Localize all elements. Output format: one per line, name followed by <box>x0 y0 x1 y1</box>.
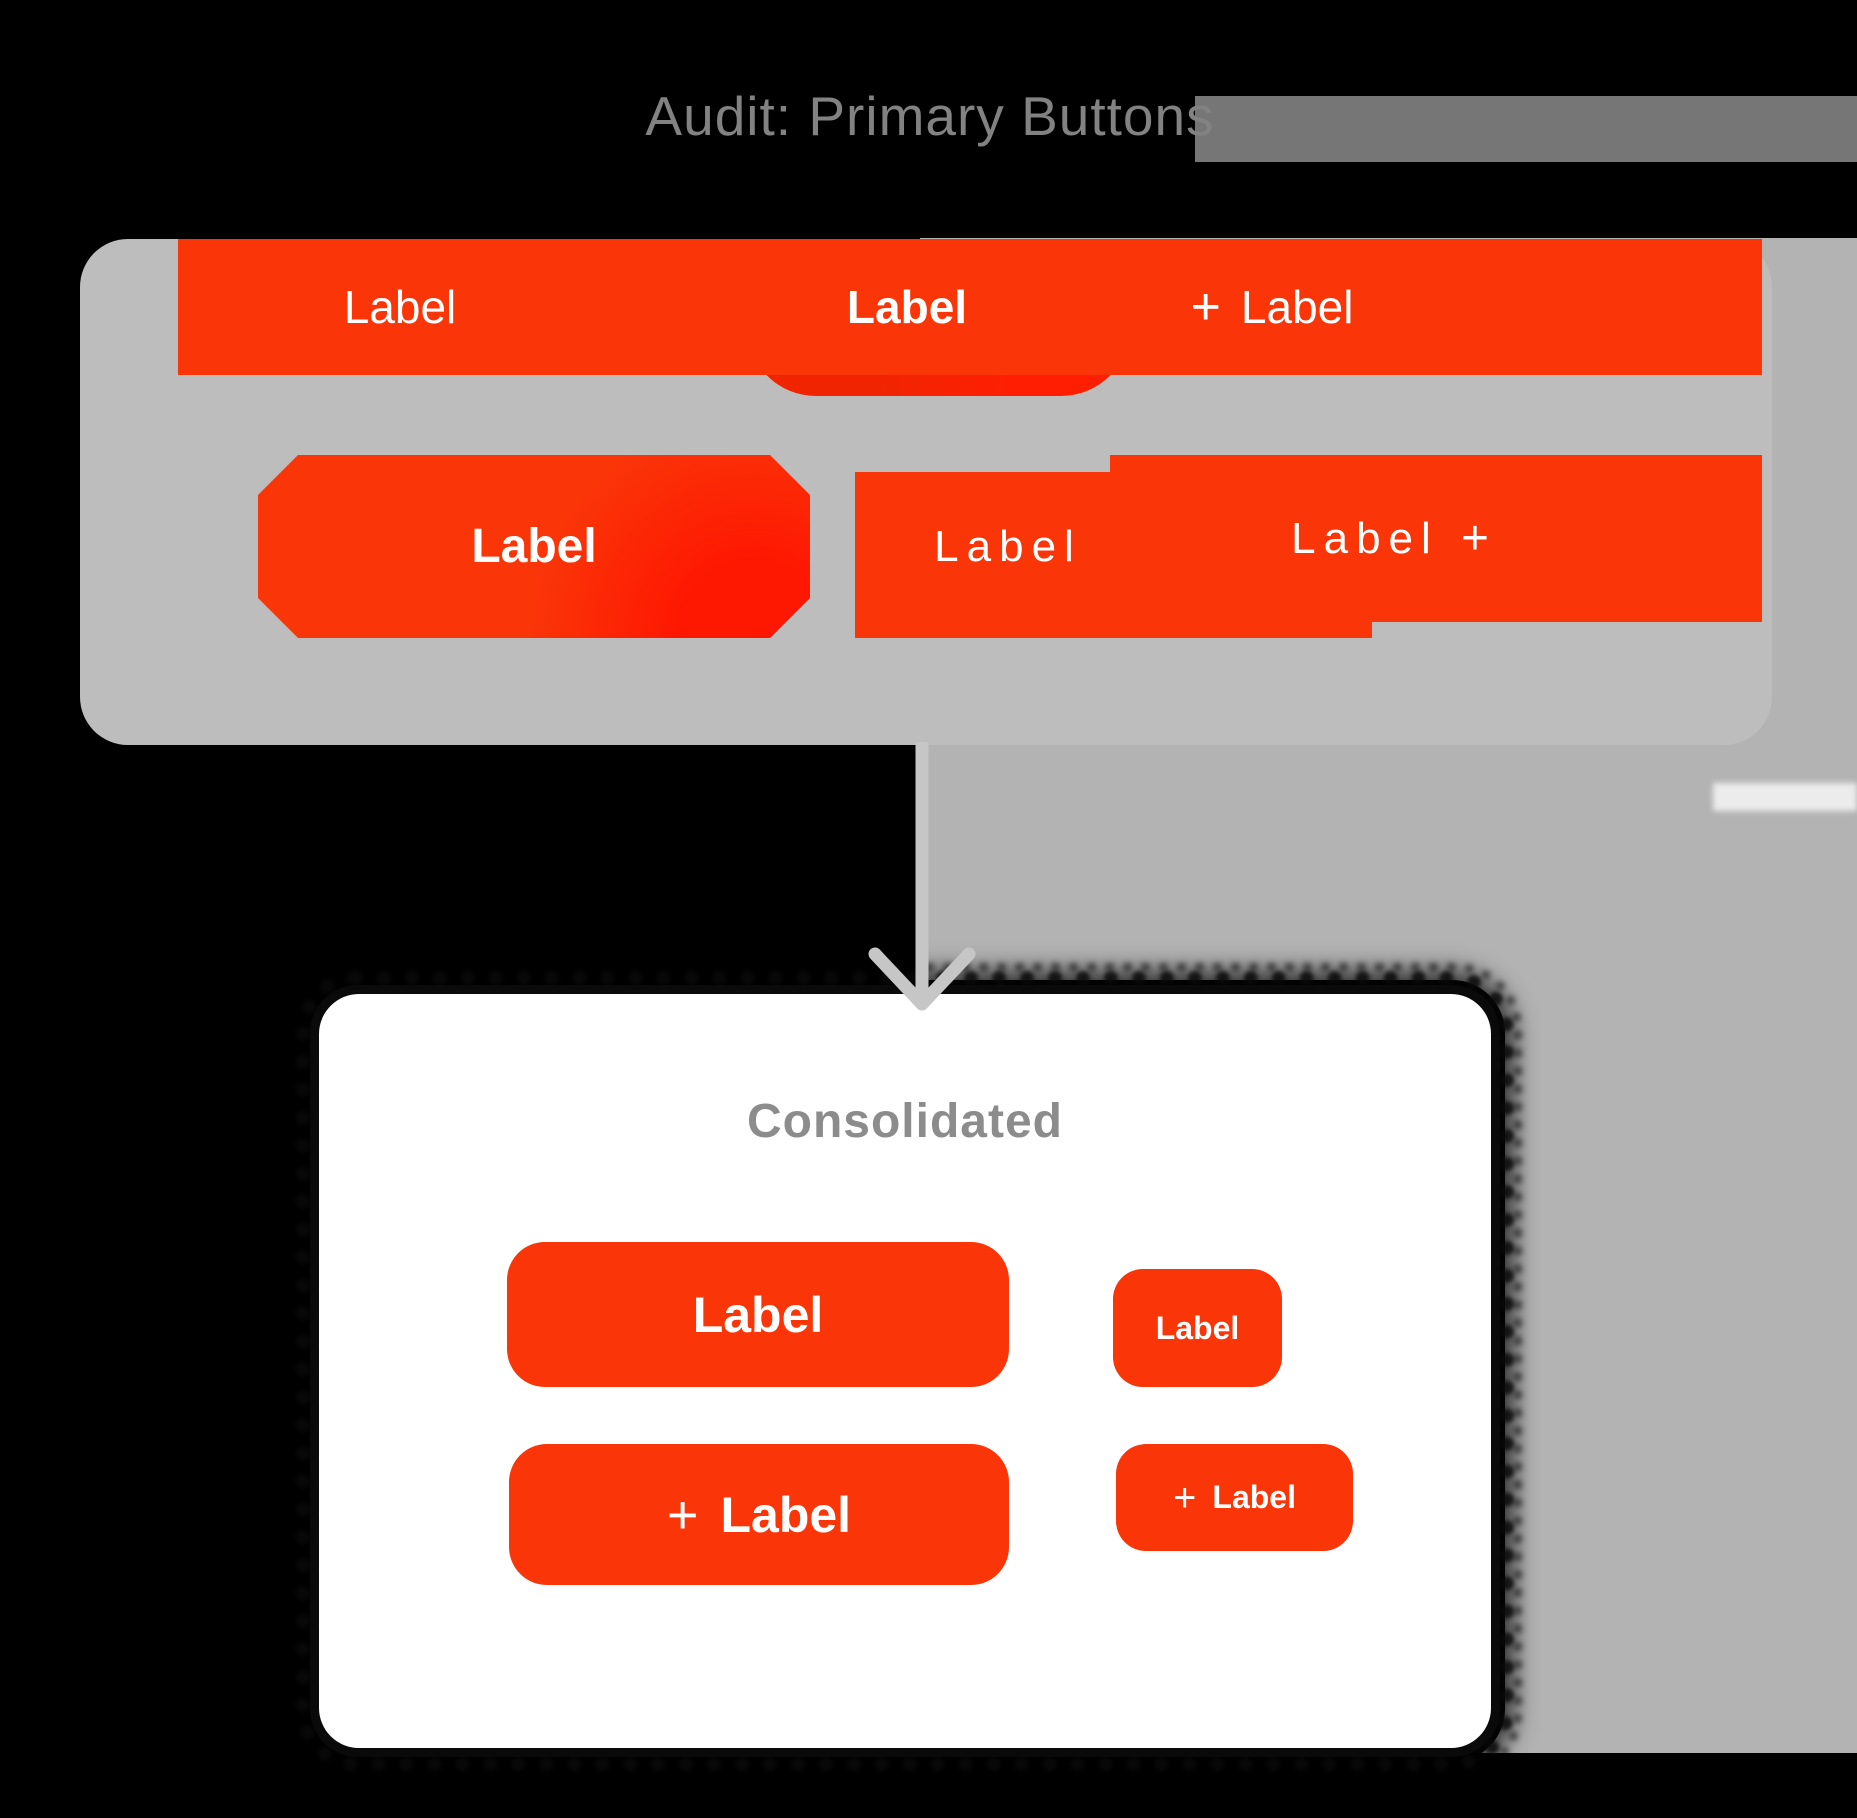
large-primary-button[interactable]: Label <box>507 1242 1009 1387</box>
plus-icon: + <box>1460 511 1489 565</box>
top-bar-label-regular: Label <box>343 281 457 333</box>
flow-arrow-down-icon <box>868 742 976 1011</box>
wide-bar-label: Label <box>934 522 1082 571</box>
card-sketch-border <box>296 971 1514 1771</box>
small-add-label: Label <box>1212 1479 1296 1515</box>
beveled-primary-button[interactable]: Label <box>258 455 810 638</box>
page-title: Audit: Primary Buttons <box>645 85 1215 147</box>
plus-icon: + <box>666 1484 699 1545</box>
panel-edge-highlight <box>1713 783 1857 811</box>
beveled-button-label: Label <box>471 520 597 573</box>
large-primary-label: Label <box>692 1286 824 1343</box>
card-surface: Consolidated Label Label + Label + Label <box>319 994 1491 1748</box>
plus-icon: + <box>1190 278 1221 336</box>
consolidated-card: Consolidated Label Label + Label + Label <box>288 963 1522 1779</box>
card-title: Consolidated <box>746 1095 1063 1148</box>
large-add-label: Label <box>720 1486 852 1543</box>
plus-icon: + <box>1173 1475 1197 1520</box>
wide-bar-add-group: Label + <box>1200 455 1580 622</box>
top-bar-label-bold: Label <box>846 281 968 333</box>
title-band-rule <box>1195 96 1857 162</box>
wide-bar-add-label: Label <box>1291 513 1439 563</box>
large-add-button[interactable]: + Label <box>509 1444 1009 1585</box>
top-button-bar[interactable]: Label Label + Label <box>178 239 1762 375</box>
top-bar-add-button[interactable]: + Label <box>1122 239 1422 375</box>
small-add-button[interactable]: + Label <box>1116 1444 1353 1551</box>
small-primary-button[interactable]: Label <box>1113 1269 1282 1387</box>
card-sketch-border-outer <box>288 963 1522 1779</box>
small-primary-label: Label <box>1155 1309 1240 1346</box>
top-bar-add-label: Label <box>1240 281 1354 333</box>
wide-button-bar-right[interactable]: Label + <box>1110 455 1762 622</box>
